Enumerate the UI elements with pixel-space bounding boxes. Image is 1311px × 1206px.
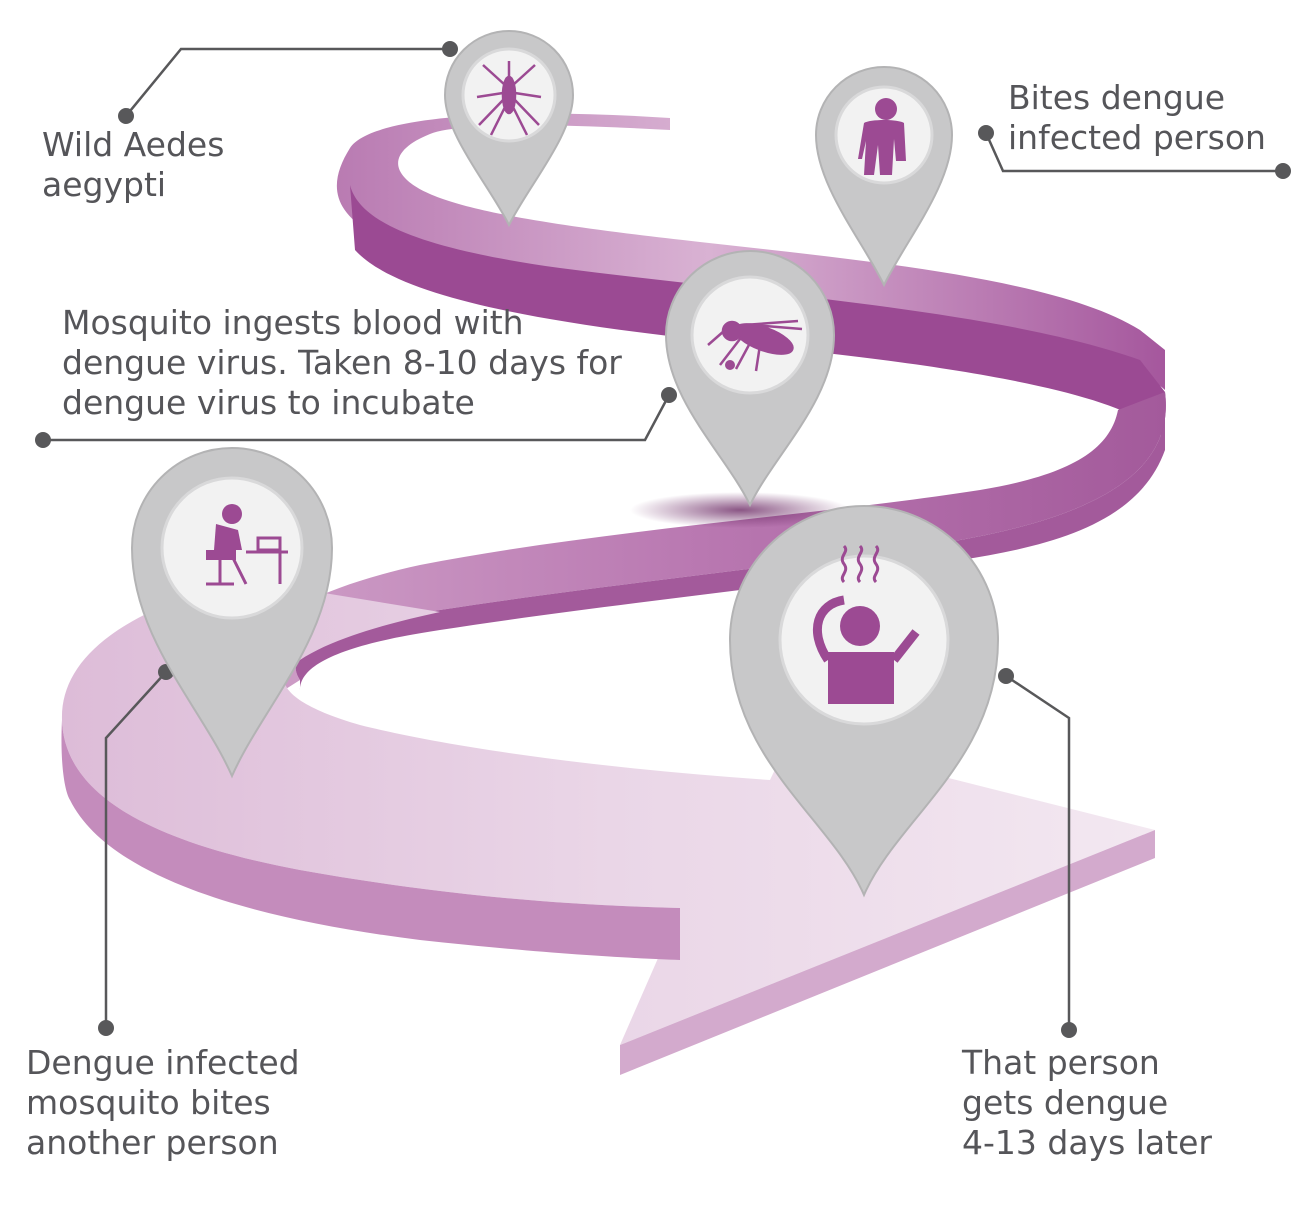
label-line: Mosquito ingests blood with: [62, 303, 524, 342]
label-line: another person: [26, 1123, 279, 1162]
label-line: aegypti: [42, 165, 167, 204]
leader-dot: [661, 387, 677, 403]
label-bites-another: Dengue infected mosquito bites another p…: [26, 1043, 300, 1163]
label-line: 4-13 days later: [962, 1123, 1212, 1162]
ribbon-bottom-edge: [61, 720, 681, 960]
pin-ground-shadow: [630, 492, 850, 528]
leader-dot: [98, 1020, 114, 1036]
pin-wild-mosquito: [443, 30, 575, 228]
leader-dot: [1275, 163, 1291, 179]
ribbon-middle-edge: [295, 390, 1166, 690]
ribbon-bottom-band: [61, 580, 1155, 1045]
pin-incubation: [664, 250, 836, 508]
mosquito-icon: [476, 61, 542, 136]
leader-lines: [35, 41, 1291, 1038]
ribbon-arrow-edge: [620, 830, 1155, 1075]
label-line: gets dengue: [962, 1083, 1169, 1122]
leader-line-bites-another: [104, 671, 167, 1028]
pin-gets-dengue: [728, 505, 1000, 898]
label-line: That person: [962, 1043, 1160, 1082]
label-line: mosquito bites: [26, 1083, 271, 1122]
leader-dot: [978, 125, 994, 141]
leader-dot: [35, 432, 51, 448]
label-line: infected person: [1008, 118, 1266, 157]
leader-line-incubation: [43, 394, 671, 442]
label-incubation: Mosquito ingests blood with dengue virus…: [62, 303, 622, 423]
person-at-desk-icon: [206, 504, 288, 586]
label-line: Wild Aedes: [42, 125, 225, 164]
label-wild-mosquito: Wild Aedes aegypti: [42, 125, 224, 205]
sick-person-icon: [858, 98, 906, 175]
label-line: Dengue infected: [26, 1043, 300, 1082]
leader-dot: [442, 41, 458, 57]
feeding-mosquito-icon: [707, 319, 803, 372]
leader-line-gets-dengue: [1005, 674, 1071, 1030]
label-line: Bites dengue: [1008, 78, 1226, 117]
leader-dot: [1061, 1022, 1077, 1038]
leader-dot: [998, 668, 1014, 684]
label-gets-dengue: That person gets dengue 4-13 days later: [962, 1043, 1212, 1163]
person-with-fever-icon: [813, 544, 920, 704]
pin-bites-another: [130, 447, 334, 779]
leader-line-wild-mosquito: [125, 47, 450, 117]
label-line: dengue virus. Taken 8-10 days for: [62, 343, 622, 382]
leader-dot: [118, 108, 134, 124]
pin-bites-infected: [814, 66, 954, 288]
ribbon-middle-band: [234, 392, 1166, 715]
label-bites-infected: Bites dengue infected person: [1008, 78, 1266, 158]
leader-line-bites-infected: [984, 132, 1283, 173]
label-line: dengue virus to incubate: [62, 383, 475, 422]
